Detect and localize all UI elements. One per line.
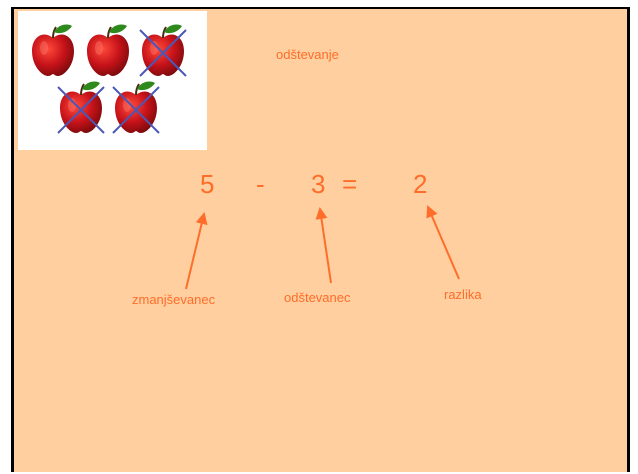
- subtrahend-number: 3: [311, 169, 326, 199]
- apple-icon: [112, 80, 160, 134]
- arrows: [185, 205, 460, 290]
- arrow-to-difference: [426, 205, 460, 280]
- arrow-to-minuend: [185, 212, 208, 290]
- apples-graphic: [31, 23, 187, 134]
- cross-mark-icon: [112, 86, 160, 134]
- minus-sign: -: [256, 169, 265, 199]
- equals-sign: =: [342, 169, 358, 199]
- minuend-label: zmanjševanec: [132, 292, 216, 307]
- minuend-number: 5: [200, 169, 215, 199]
- arrow-to-subtrahend: [315, 207, 332, 284]
- difference-number: 2: [413, 169, 428, 199]
- apple-illustration: [18, 11, 207, 150]
- cross-mark-icon: [139, 29, 187, 77]
- apple-icon: [139, 23, 187, 78]
- cross-mark-icon: [57, 86, 105, 134]
- difference-label: razlika: [444, 287, 482, 302]
- subtrahend-label: odštevanec: [284, 290, 351, 305]
- slide: odštevanje 5 - 3 = 2 zmanjševanec odštev…: [11, 7, 630, 472]
- apple-icon: [57, 80, 105, 134]
- slide-title: odštevanje: [276, 47, 339, 62]
